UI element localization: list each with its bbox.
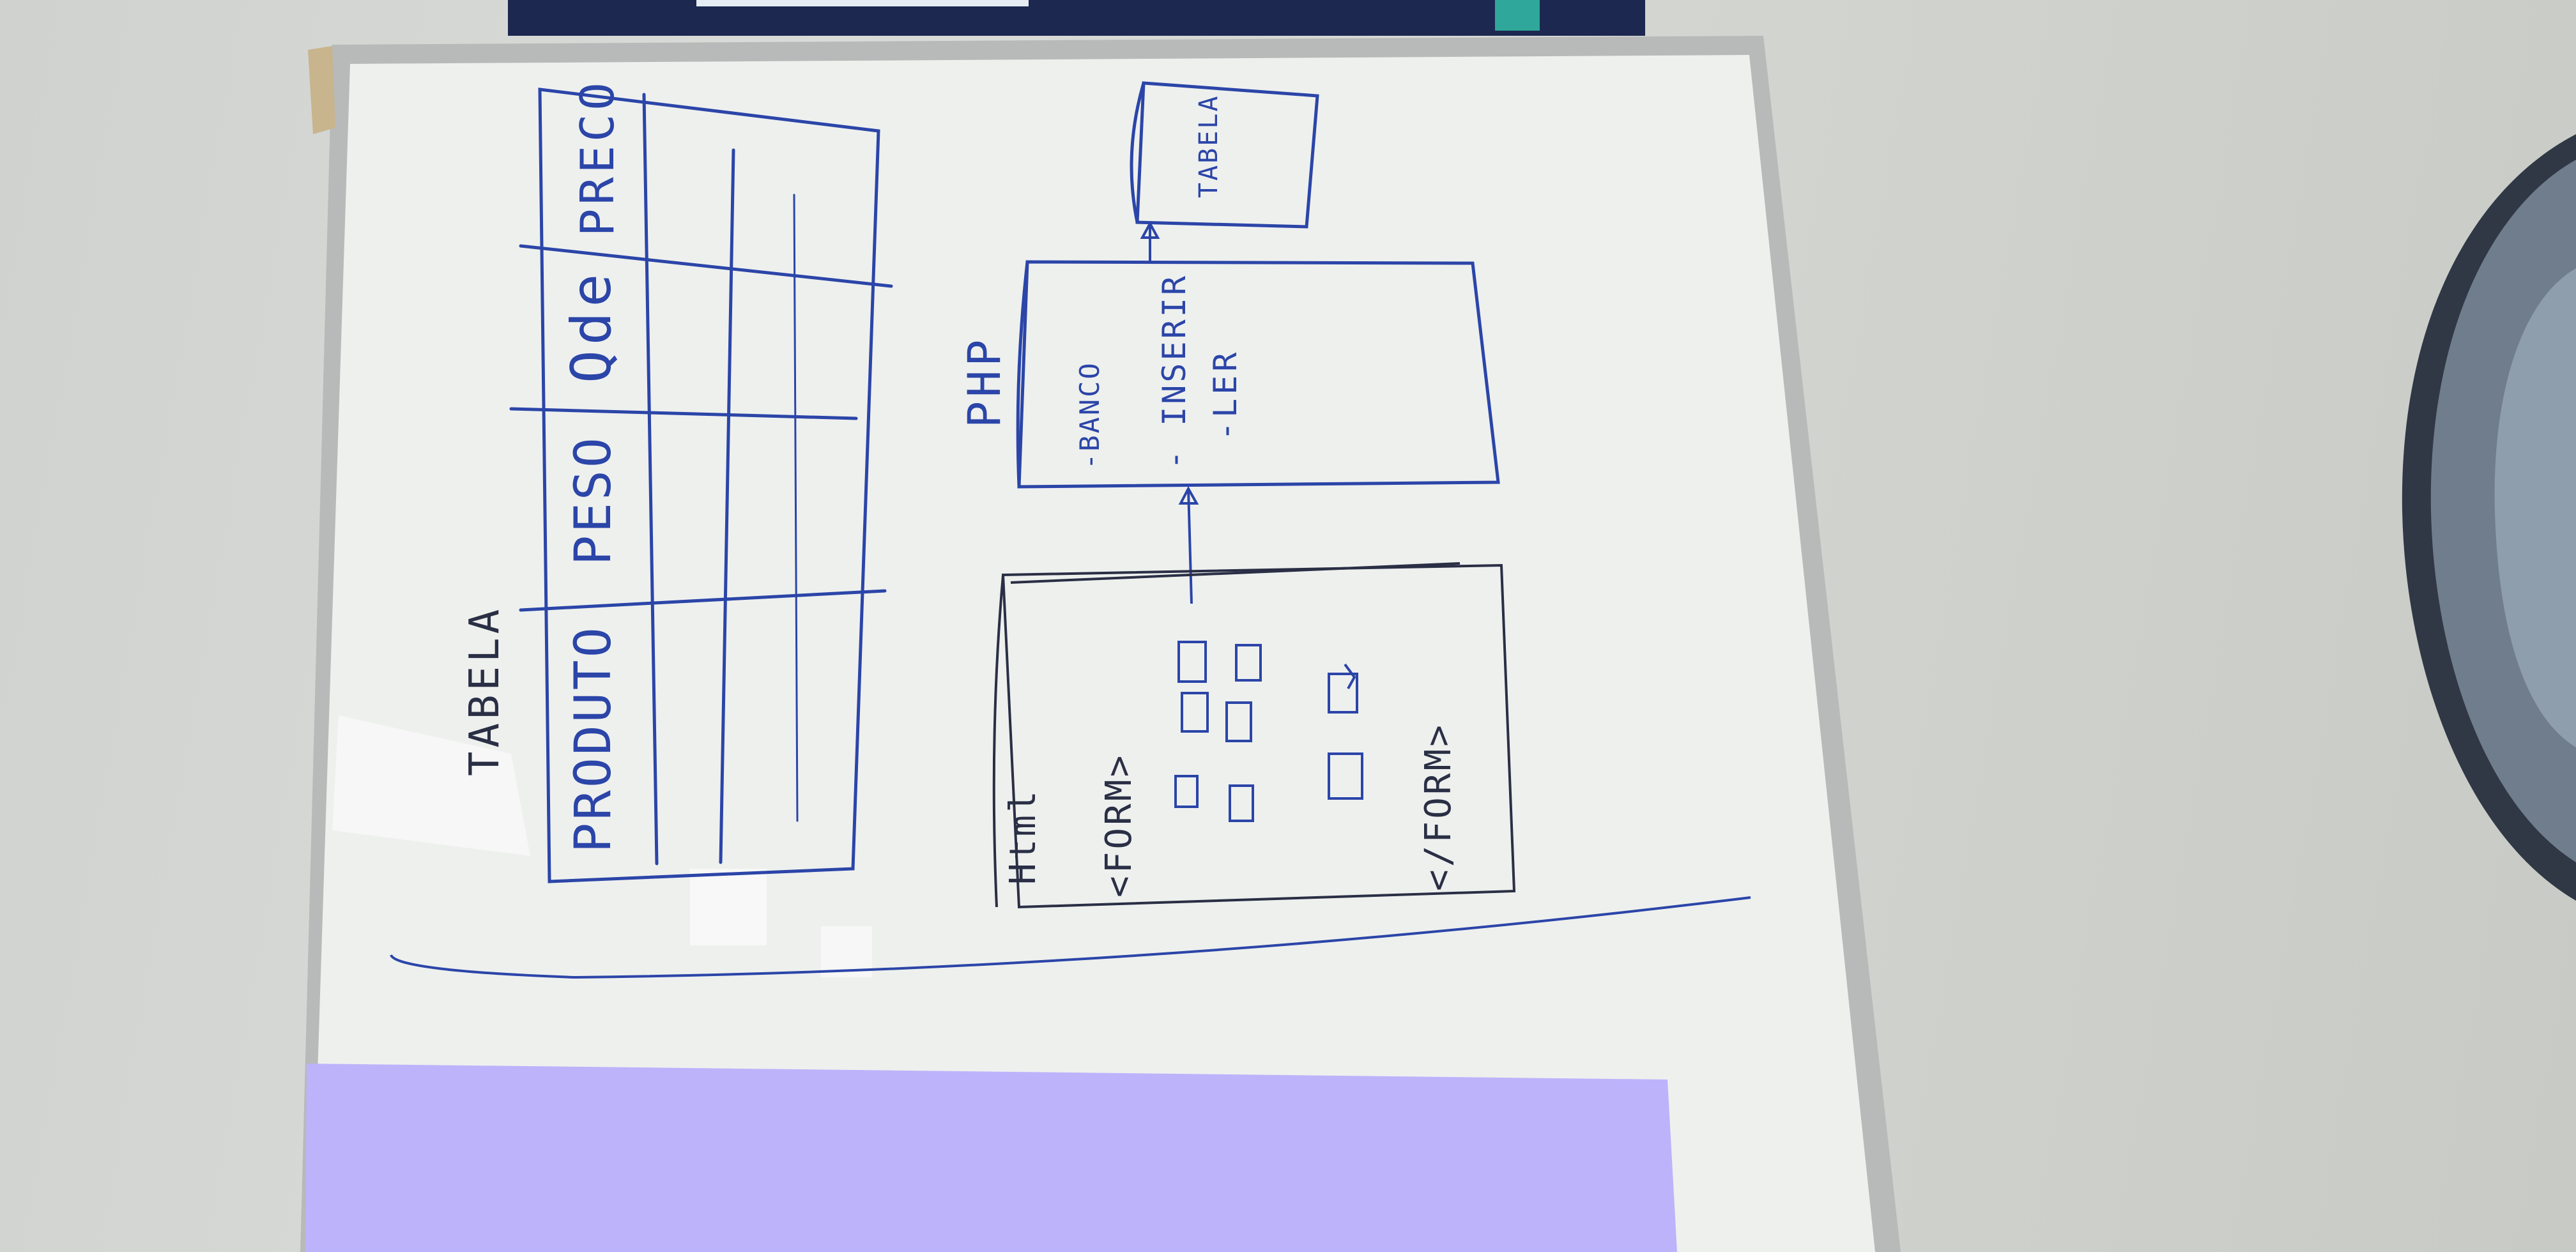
projector-light — [305, 1064, 1677, 1252]
arrow-html-to-php — [1178, 485, 1199, 604]
table-sketch — [509, 88, 893, 883]
php-item-ler: -LER — [1207, 349, 1244, 441]
header-produto: PRODUTO — [565, 625, 622, 853]
glare-spot — [690, 869, 767, 945]
html-label: Html — [1002, 788, 1044, 885]
php-label: PHP — [958, 336, 1011, 428]
html-box — [992, 562, 1516, 909]
glare — [332, 715, 530, 856]
form-fields — [1174, 641, 1363, 822]
php-item-banco: -BANCO — [1074, 361, 1105, 470]
header-qde: Qde — [560, 269, 624, 383]
php-item-inserir: - INSERIR — [1156, 273, 1193, 470]
form-open-tag: <FORM> — [1098, 753, 1140, 897]
header-preco: PRECO — [571, 79, 624, 236]
header-peso: PESO — [565, 435, 622, 565]
lamp — [2402, 134, 2576, 901]
arrow-php-to-db — [1140, 220, 1160, 262]
db-box — [1130, 81, 1319, 229]
db-box-label: TABELA — [1194, 95, 1223, 199]
tape — [308, 46, 335, 134]
form-close-tag: </FORM> — [1418, 722, 1459, 891]
poster — [508, 0, 1645, 36]
php-box — [1016, 260, 1500, 489]
divider-line — [390, 896, 1751, 979]
table-title: TABELA — [461, 606, 509, 776]
